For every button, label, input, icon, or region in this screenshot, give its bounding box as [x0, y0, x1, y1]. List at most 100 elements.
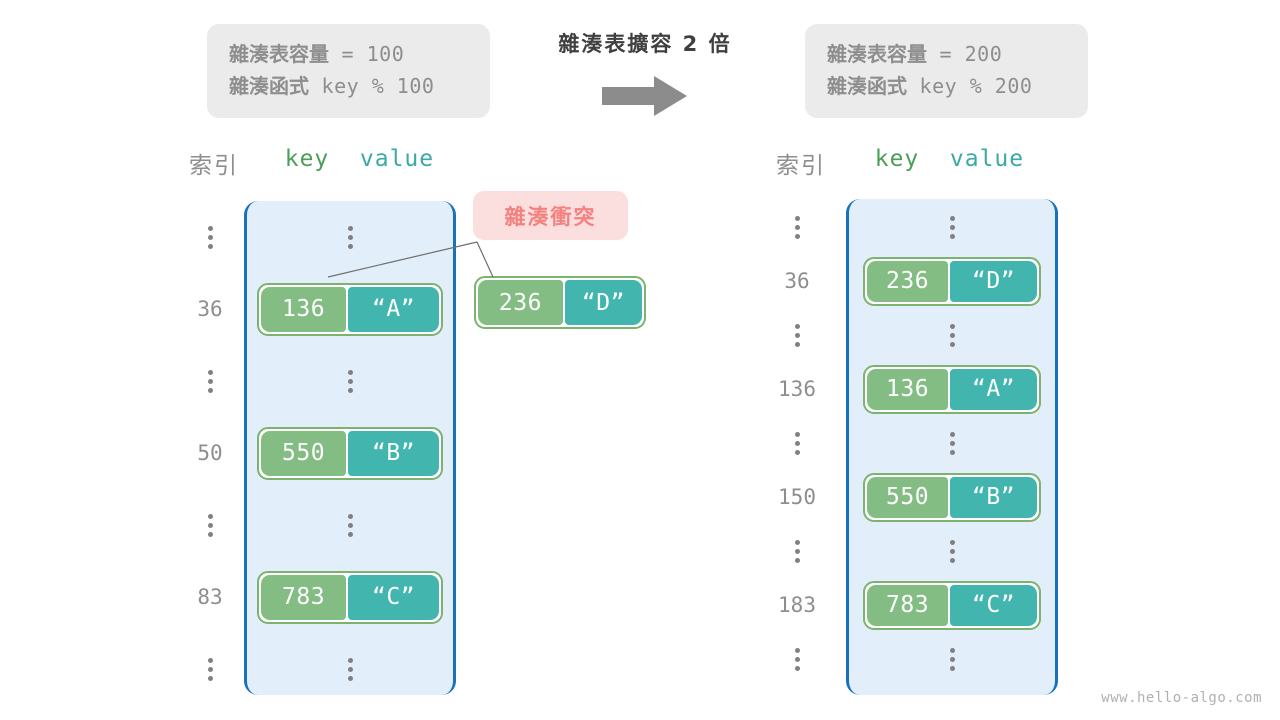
pair-value: “D”	[950, 260, 1037, 302]
value-column-header-right: value	[949, 146, 1025, 172]
ellipsis-icon	[794, 431, 800, 455]
hash-function-label-before: 雜湊函式	[229, 74, 309, 98]
pair-box: 136“A”	[257, 282, 443, 336]
index-cell: 36	[170, 276, 250, 342]
index-label: 50	[197, 441, 223, 465]
index-cell: 150	[752, 470, 842, 524]
ellipsis-icon	[949, 647, 955, 671]
ellipsis-icon	[949, 539, 955, 563]
bucket-row: 783“C”	[244, 564, 456, 630]
pair-box: 783“C”	[257, 570, 443, 624]
index-column-header-left: 索引	[189, 153, 239, 179]
bucket-row-empty	[846, 524, 1058, 578]
pair-value: “C”	[950, 584, 1037, 626]
index-cell: 136	[752, 362, 842, 416]
collision-badge: 雜湊衝突	[473, 191, 628, 240]
pair-box: 236“D”	[863, 256, 1041, 306]
index-cell	[170, 636, 250, 702]
bucket-row-empty	[244, 204, 456, 270]
hash-function-line-before: 雜湊函式 key % 100	[229, 70, 468, 102]
index-cell	[170, 492, 250, 558]
index-label: 83	[197, 585, 223, 609]
resize-transition: 雜湊表擴容 2 倍	[520, 28, 770, 116]
pair-key: 783	[261, 574, 347, 620]
pair-value: “C”	[348, 574, 439, 620]
key-column-header-right: key	[874, 146, 920, 172]
ellipsis-icon	[949, 323, 955, 347]
capacity-label-after: 雜湊表容量	[827, 42, 927, 66]
pair-box: 236 “D”	[474, 276, 646, 329]
value-column-header-left: value	[359, 146, 435, 172]
index-label: 183	[778, 593, 816, 617]
pair-value: “D”	[564, 280, 642, 325]
capacity-value-after: = 200	[927, 42, 1003, 66]
index-label: 150	[778, 485, 816, 509]
hash-function-expr-after: key % 200	[907, 74, 1033, 98]
ellipsis-icon	[949, 431, 955, 455]
pair-box: 783“C”	[863, 580, 1041, 630]
index-cell	[752, 416, 842, 470]
index-cell: 50	[170, 420, 250, 486]
pair-key: 136	[261, 286, 347, 332]
index-cell	[170, 204, 250, 270]
bucket-row: 136“A”	[846, 362, 1058, 416]
pair-key: 236	[478, 280, 563, 325]
index-label: 36	[784, 269, 810, 293]
bucket-row-empty	[846, 416, 1058, 470]
index-cell	[752, 200, 842, 254]
hash-table-info-after: 雜湊表容量 = 200 雜湊函式 key % 200	[805, 24, 1088, 118]
bucket-row-empty	[846, 632, 1058, 686]
capacity-label-before: 雜湊表容量	[229, 42, 329, 66]
hash-function-expr-before: key % 100	[309, 74, 435, 98]
index-cell	[170, 348, 250, 414]
pair-key: 236	[867, 260, 949, 302]
key-column-header-left: key	[284, 146, 330, 172]
pair-value: “B”	[348, 430, 439, 476]
bucket-row: 236“D”	[846, 254, 1058, 308]
index-cell: 83	[170, 564, 250, 630]
ellipsis-icon	[949, 215, 955, 239]
ellipsis-icon	[207, 513, 213, 537]
pair-box: 550“B”	[257, 426, 443, 480]
colliding-pair: 236 “D”	[474, 276, 646, 329]
collision-badge-label: 雜湊衝突	[504, 204, 597, 229]
pair-value: “A”	[950, 368, 1037, 410]
pair-key: 783	[867, 584, 949, 626]
ellipsis-icon	[207, 657, 213, 681]
bucket-row: 550“B”	[846, 470, 1058, 524]
index-cell	[752, 632, 842, 686]
pair-value: “A”	[348, 286, 439, 332]
bucket-row-empty	[244, 348, 456, 414]
hash-function-line-after: 雜湊函式 key % 200	[827, 70, 1066, 102]
index-label: 136	[778, 377, 816, 401]
pair-key: 550	[261, 430, 347, 476]
pair-value: “B”	[950, 476, 1037, 518]
ellipsis-icon	[347, 369, 353, 393]
index-column-header-right: 索引	[776, 153, 826, 179]
ellipsis-icon	[794, 323, 800, 347]
hash-table-before: 索引 key value 136“A” 550“B” 783“C” 36 50 83	[160, 146, 480, 696]
ellipsis-icon	[207, 225, 213, 249]
index-cell: 183	[752, 578, 842, 632]
ellipsis-icon	[794, 539, 800, 563]
resize-label: 雜湊表擴容 2 倍	[558, 32, 732, 56]
pair-key: 136	[867, 368, 949, 410]
hash-function-label-after: 雜湊函式	[827, 74, 907, 98]
bucket-row-empty	[244, 636, 456, 702]
ellipsis-icon	[347, 513, 353, 537]
index-cell	[752, 308, 842, 362]
hash-table-after: 索引 key value 236“D”136“A”550“B”783“C” 36…	[750, 146, 1070, 696]
watermark: www.hello-algo.com	[1101, 690, 1262, 706]
ellipsis-icon	[794, 215, 800, 239]
ellipsis-icon	[347, 225, 353, 249]
index-label: 36	[197, 297, 223, 321]
ellipsis-icon	[207, 369, 213, 393]
capacity-line-after: 雜湊表容量 = 200	[827, 38, 1066, 70]
index-cell: 36	[752, 254, 842, 308]
bucket-row: 136“A”	[244, 276, 456, 342]
hash-table-info-before: 雜湊表容量 = 100 雜湊函式 key % 100	[207, 24, 490, 118]
pair-key: 550	[867, 476, 949, 518]
capacity-line-before: 雜湊表容量 = 100	[229, 38, 468, 70]
ellipsis-icon	[347, 657, 353, 681]
